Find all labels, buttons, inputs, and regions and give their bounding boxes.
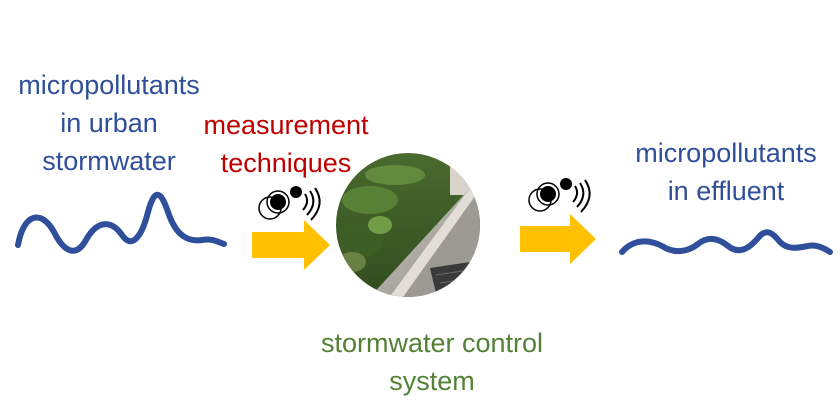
effluent-label-line: in effluent <box>667 176 785 206</box>
influent-wave-icon <box>15 191 227 254</box>
sensor-icon <box>258 186 321 221</box>
effluent-label: micropollutants in effluent <box>612 134 840 210</box>
effluent-wave-icon <box>619 229 833 255</box>
influent-label-line: in urban <box>60 108 158 138</box>
system-label-line: stormwater control <box>320 328 544 358</box>
measurement-label: measurement techniques <box>186 106 386 182</box>
system-label: stormwater control system <box>282 324 582 400</box>
measurement-label-line: techniques <box>220 148 352 178</box>
system-label-line: system <box>389 366 475 396</box>
measurement-label-line: measurement <box>203 110 369 140</box>
arrow-right-icon <box>252 220 330 270</box>
sensor-icon <box>528 178 591 213</box>
photo-stormwater-channel <box>336 153 480 297</box>
influent-label-line: stormwater <box>42 146 176 176</box>
influent-label: micropollutants in urban stormwater <box>0 66 218 180</box>
effluent-label-line: micropollutants <box>635 138 817 168</box>
influent-label-line: micropollutants <box>18 70 200 100</box>
arrow-right-icon <box>520 214 596 264</box>
